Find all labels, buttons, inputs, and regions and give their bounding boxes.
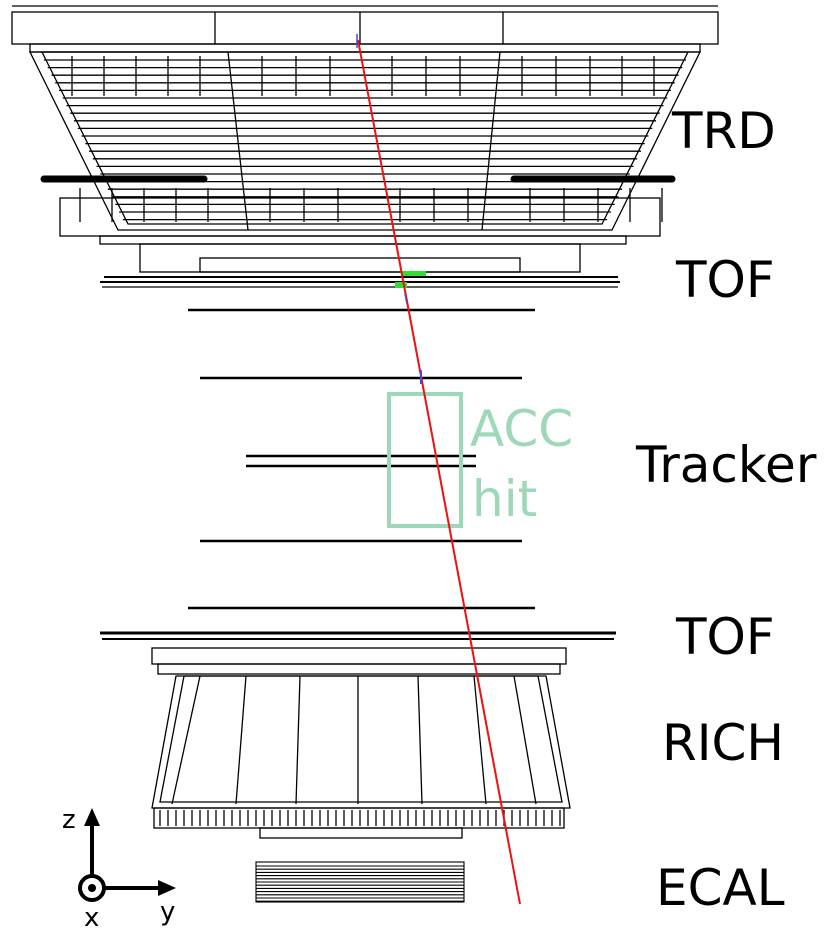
tracker-detector — [188, 308, 535, 610]
lower-tof-detector — [100, 631, 616, 675]
rich-radiator-line — [473, 675, 487, 805]
particle-track — [357, 39, 521, 905]
track-hit-tick — [404, 293, 408, 305]
label-tof-upper: TOF — [675, 251, 775, 309]
label-rich: RICH — [662, 714, 784, 772]
rich-detector — [151, 675, 571, 839]
rich-radiator-line — [295, 675, 301, 805]
acc-label-line2: hit — [472, 470, 537, 528]
label-tof-lower: TOF — [675, 608, 775, 666]
axis-label-z: z — [62, 805, 76, 835]
tof-hit-markers — [395, 271, 426, 288]
axis-label-y: y — [160, 897, 175, 927]
trd-detector — [11, 5, 719, 273]
acc-hit-box — [387, 392, 463, 528]
label-tracker: Tracker — [635, 436, 817, 494]
rich-radiator-line — [513, 675, 537, 805]
rich-radiator-line — [235, 675, 247, 805]
label-trd: TRD — [671, 102, 776, 160]
upper-tof-detector — [100, 276, 620, 288]
axis-label-x: x — [84, 903, 99, 930]
coordinate-axes-icon — [78, 808, 176, 902]
rich-radiator-line — [417, 675, 423, 805]
ecal-detector — [255, 861, 465, 903]
label-ecal: ECAL — [656, 859, 785, 917]
rich-radiator-line — [171, 675, 201, 805]
acc-label-line1: ACC — [470, 400, 573, 458]
